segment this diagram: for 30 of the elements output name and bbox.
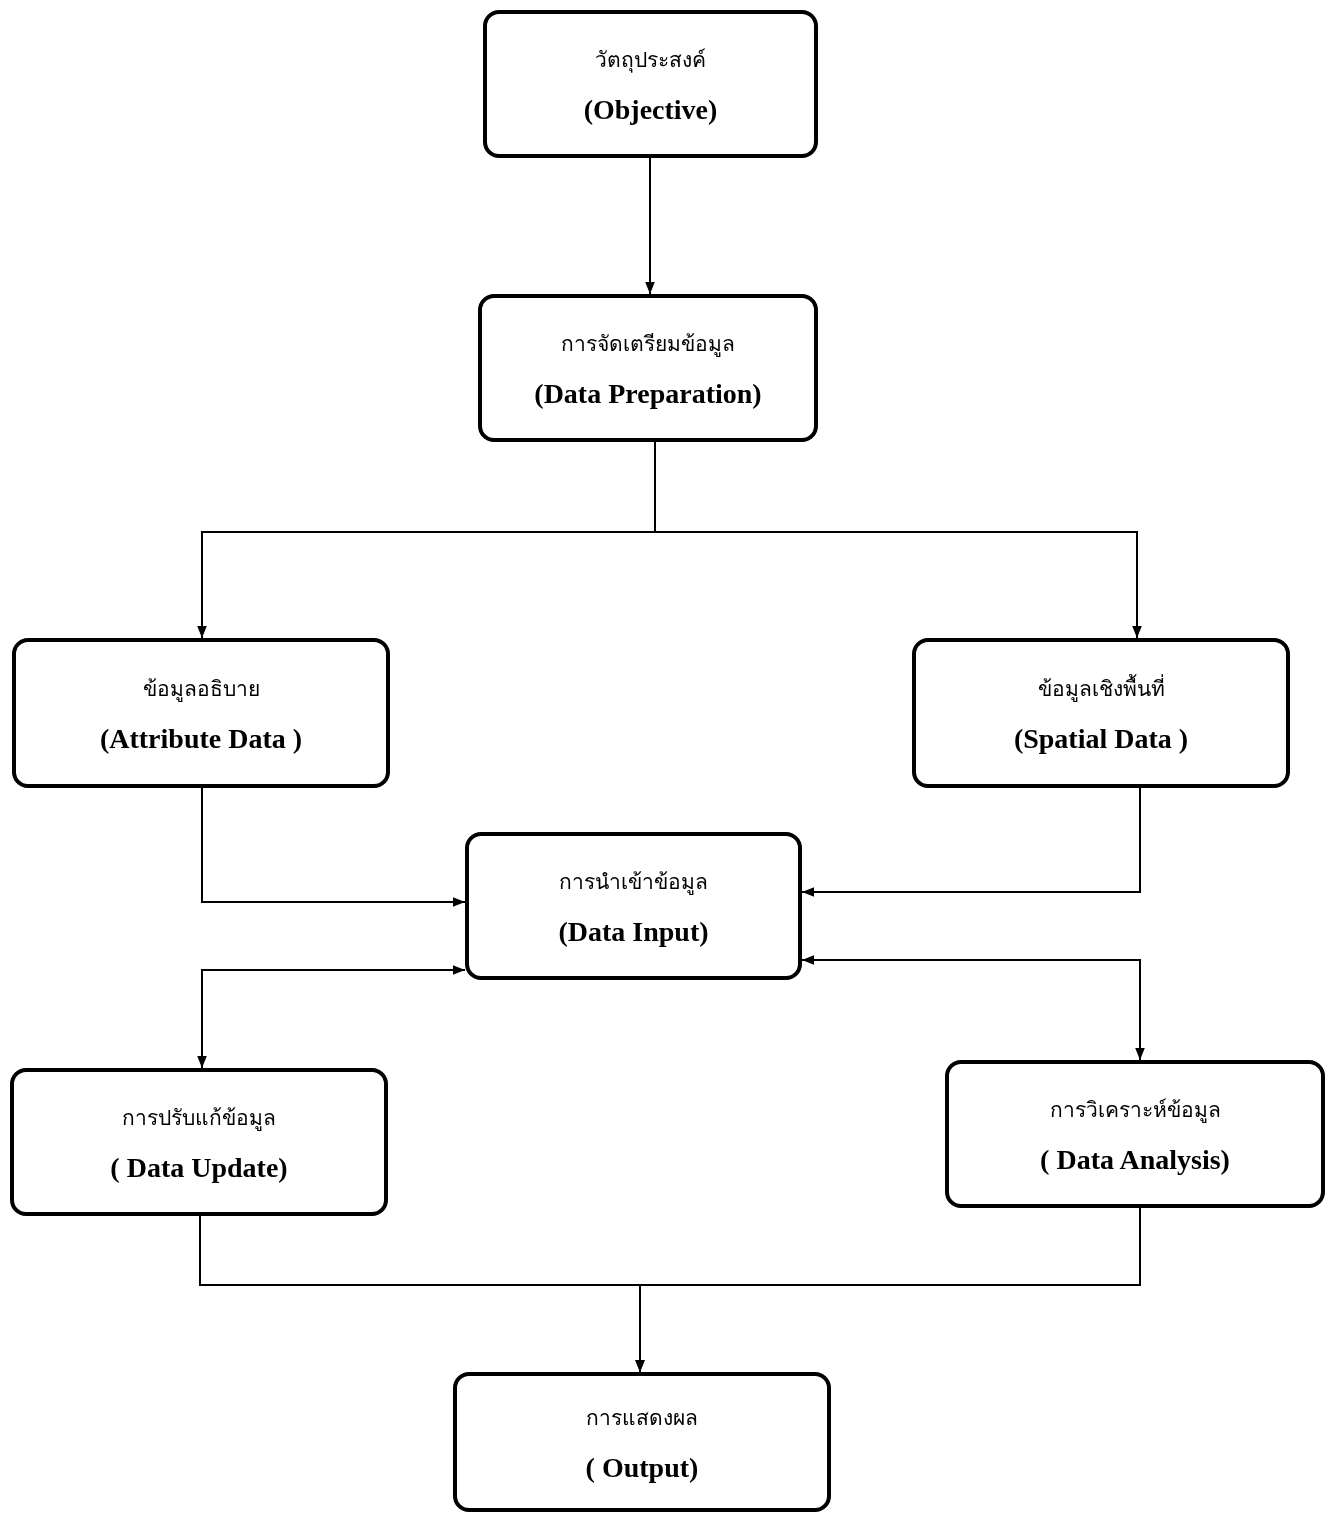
box-subtitle: ( Output): [585, 1451, 699, 1484]
box-subtitle: (Attribute Data ): [99, 722, 303, 755]
process-box: [945, 1060, 1325, 1208]
box-title: การจัดเตรียมข้อมูล: [561, 330, 735, 359]
process-box: [465, 832, 802, 980]
box-subtitle: (Spatial Data ): [1013, 722, 1189, 755]
box-subtitle: (Objective): [583, 93, 718, 126]
box-title: การวิเคราะห์ข้อมูล: [1049, 1096, 1221, 1125]
box-subtitle: (Data Preparation): [534, 377, 762, 410]
box-title: ข้อมูลเชิงพื้นที่: [1037, 673, 1165, 704]
process-box: [478, 294, 818, 442]
arrow: [801, 955, 1145, 1061]
box-title: การแสดงผล: [586, 1404, 698, 1432]
process-box: [483, 10, 818, 158]
box-title: การนำเข้าข้อมูล: [559, 868, 708, 897]
box-subtitle: ( Data Analysis): [1040, 1143, 1230, 1176]
process-box: [453, 1372, 831, 1512]
arrow: [801, 787, 1141, 897]
box-title: การปรับแก้ข้อมูล: [122, 1104, 276, 1133]
box-subtitle: ( Data Update): [110, 1151, 288, 1184]
arrow: [645, 157, 655, 295]
box-title: วัตถุประสงค์: [595, 46, 706, 75]
arrow: [197, 965, 466, 1069]
box-subtitle: (Data Input): [558, 915, 709, 948]
arrow: [635, 1207, 1141, 1373]
process-box: [912, 638, 1290, 788]
process-box: [12, 638, 390, 788]
box-title: ข้อมูลอธิบาย: [142, 675, 260, 704]
arrow: [201, 787, 466, 907]
process-box: [10, 1068, 388, 1216]
